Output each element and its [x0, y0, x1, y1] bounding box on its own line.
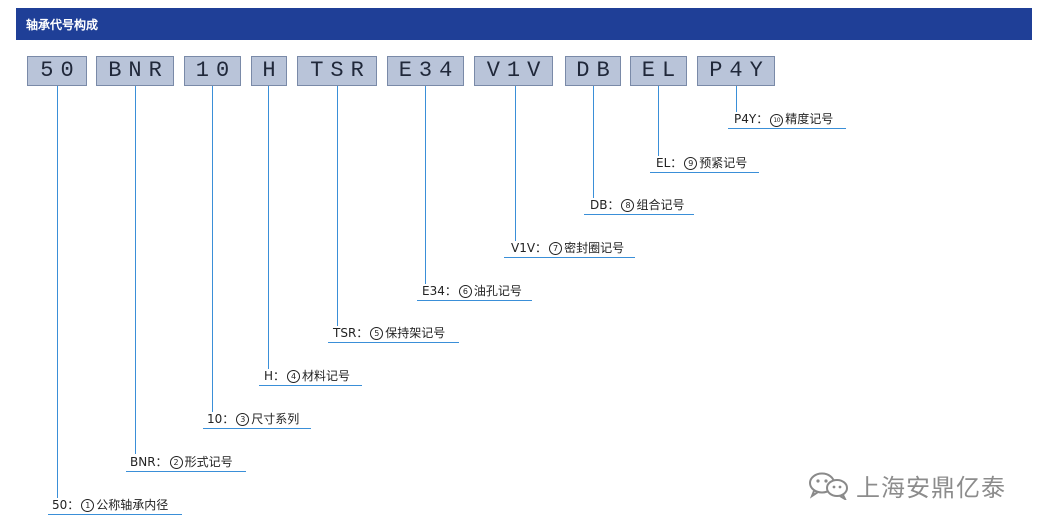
code-box-v1v: V1V: [474, 56, 553, 86]
code-box-50: 50: [27, 56, 87, 86]
wechat-icon: [809, 472, 848, 500]
code-box-h: H: [251, 56, 287, 86]
watermark: 上海安鼎亿泰: [806, 470, 1006, 502]
connector-line-50: [57, 86, 58, 498]
connector-line-10: [212, 86, 213, 412]
underline-50: [48, 514, 182, 515]
header-bar: 轴承代号构成: [16, 8, 1032, 40]
connector-line-el: [658, 86, 659, 156]
underline-h: [259, 385, 362, 386]
code-box-10: 10: [184, 56, 241, 86]
underline-10: [203, 428, 311, 429]
underline-el: [650, 172, 759, 173]
connector-line-v1v: [515, 86, 516, 241]
code-box-db: DB: [565, 56, 621, 86]
code-box-tsr: TSR: [297, 56, 377, 86]
underline-tsr: [328, 342, 459, 343]
underline-p4y: [728, 128, 846, 129]
connector-line-db: [593, 86, 594, 198]
underline-v1v: [504, 257, 635, 258]
code-box-p4y: P4Y: [697, 56, 775, 86]
watermark-text: 上海安鼎亿泰: [856, 473, 1006, 502]
connector-line-p4y: [736, 86, 737, 112]
connector-line-bnr: [135, 86, 136, 454]
connector-line-h: [268, 86, 269, 369]
code-box-e34: E34: [387, 56, 464, 86]
code-box-el: EL: [630, 56, 687, 86]
header-title: 轴承代号构成: [26, 18, 99, 32]
underline-db: [584, 214, 694, 215]
underline-e34: [417, 300, 532, 301]
connector-line-e34: [425, 86, 426, 284]
underline-bnr: [126, 471, 246, 472]
code-box-bnr: BNR: [96, 56, 174, 86]
connector-line-tsr: [337, 86, 338, 326]
